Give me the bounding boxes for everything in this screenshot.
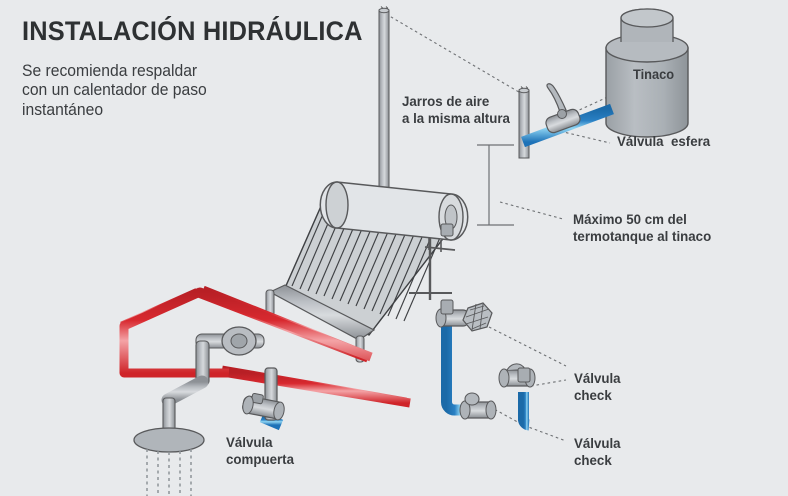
leader-ball-valve	[554, 129, 611, 144]
label-valvula-check-1: Válvula check	[574, 370, 621, 403]
page-title: INSTALACIÓN HIDRÁULICA	[22, 16, 363, 46]
page-subtitle: Se recomienda respaldar con un calentado…	[22, 62, 207, 119]
air-vent-pipe-left	[378, 6, 390, 198]
air-vent-pipe-right	[518, 86, 530, 159]
label-valvula-check-2: Válvula check	[574, 435, 621, 468]
ball-valve-lever	[546, 83, 567, 113]
ball-valve	[545, 83, 581, 134]
gate-valve	[242, 392, 285, 421]
leader-check-upper	[530, 379, 567, 387]
water-tank-tinaco	[605, 8, 689, 138]
label-maximo-50cm: Máximo 50 cm del termotanque al tinaco	[573, 211, 712, 244]
handwheel	[462, 302, 493, 332]
label-tinaco: Tinaco	[633, 67, 675, 82]
hot-water-loop	[119, 287, 411, 408]
leader-vent-pipes	[385, 13, 525, 96]
thermotank	[319, 181, 469, 252]
shower-head	[133, 427, 205, 453]
label-valvula-compuerta: Válvula compuerta	[226, 434, 294, 467]
shower-assembly	[133, 326, 278, 496]
water-spray	[146, 449, 192, 496]
label-valvula-esfera: Válvula esfera	[617, 133, 711, 149]
dimension-bracket-50cm	[477, 144, 514, 226]
pipe-fittings	[440, 223, 531, 383]
check-valve-lower	[459, 392, 497, 420]
leader-check-lower	[484, 403, 567, 442]
label-jarros-de-aire: Jarros de aire a la misma altura	[402, 93, 510, 126]
